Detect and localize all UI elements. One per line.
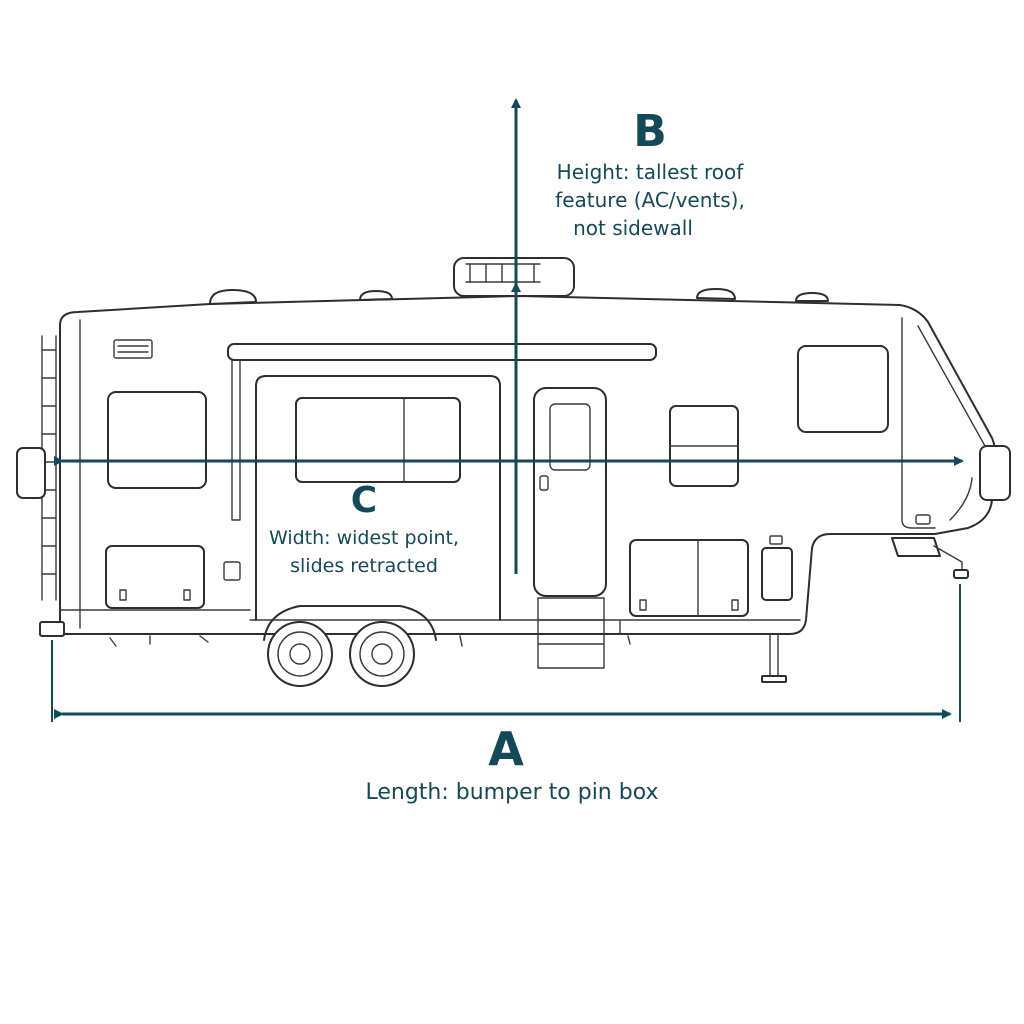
rear-ladder <box>16 335 65 637</box>
dimension-c-caption-line: Width: widest point, <box>268 527 460 549</box>
roof-items <box>209 257 829 305</box>
storage-bays <box>105 535 793 617</box>
front-mirror <box>979 445 1011 501</box>
slide-out <box>227 343 657 621</box>
dimension-b-caption-line: feature (AC/vents), <box>555 188 745 212</box>
dimension-c-caption-line: slides retracted <box>290 555 438 577</box>
entry-door <box>533 387 607 669</box>
dimension-b-caption-line: not sidewall <box>573 216 693 240</box>
wheels <box>109 605 631 687</box>
dimension-a-length <box>51 584 961 722</box>
dimension-b-letter: B <box>633 106 667 157</box>
roof-ac-unit <box>453 257 575 297</box>
dimension-b-caption: Height: tallest roof feature (AC/vents),… <box>530 158 770 242</box>
awning <box>227 343 657 361</box>
pin-box <box>761 537 969 683</box>
dimension-a-caption: Length: bumper to pin box <box>365 780 659 805</box>
dimension-b-caption-line: Height: tallest roof <box>556 160 744 184</box>
dimension-a-letter: A <box>488 722 524 776</box>
rv-windows <box>107 339 889 489</box>
dimension-c-letter: C <box>350 480 378 521</box>
dimension-c-caption: Width: widest point, slides retracted <box>254 524 474 580</box>
